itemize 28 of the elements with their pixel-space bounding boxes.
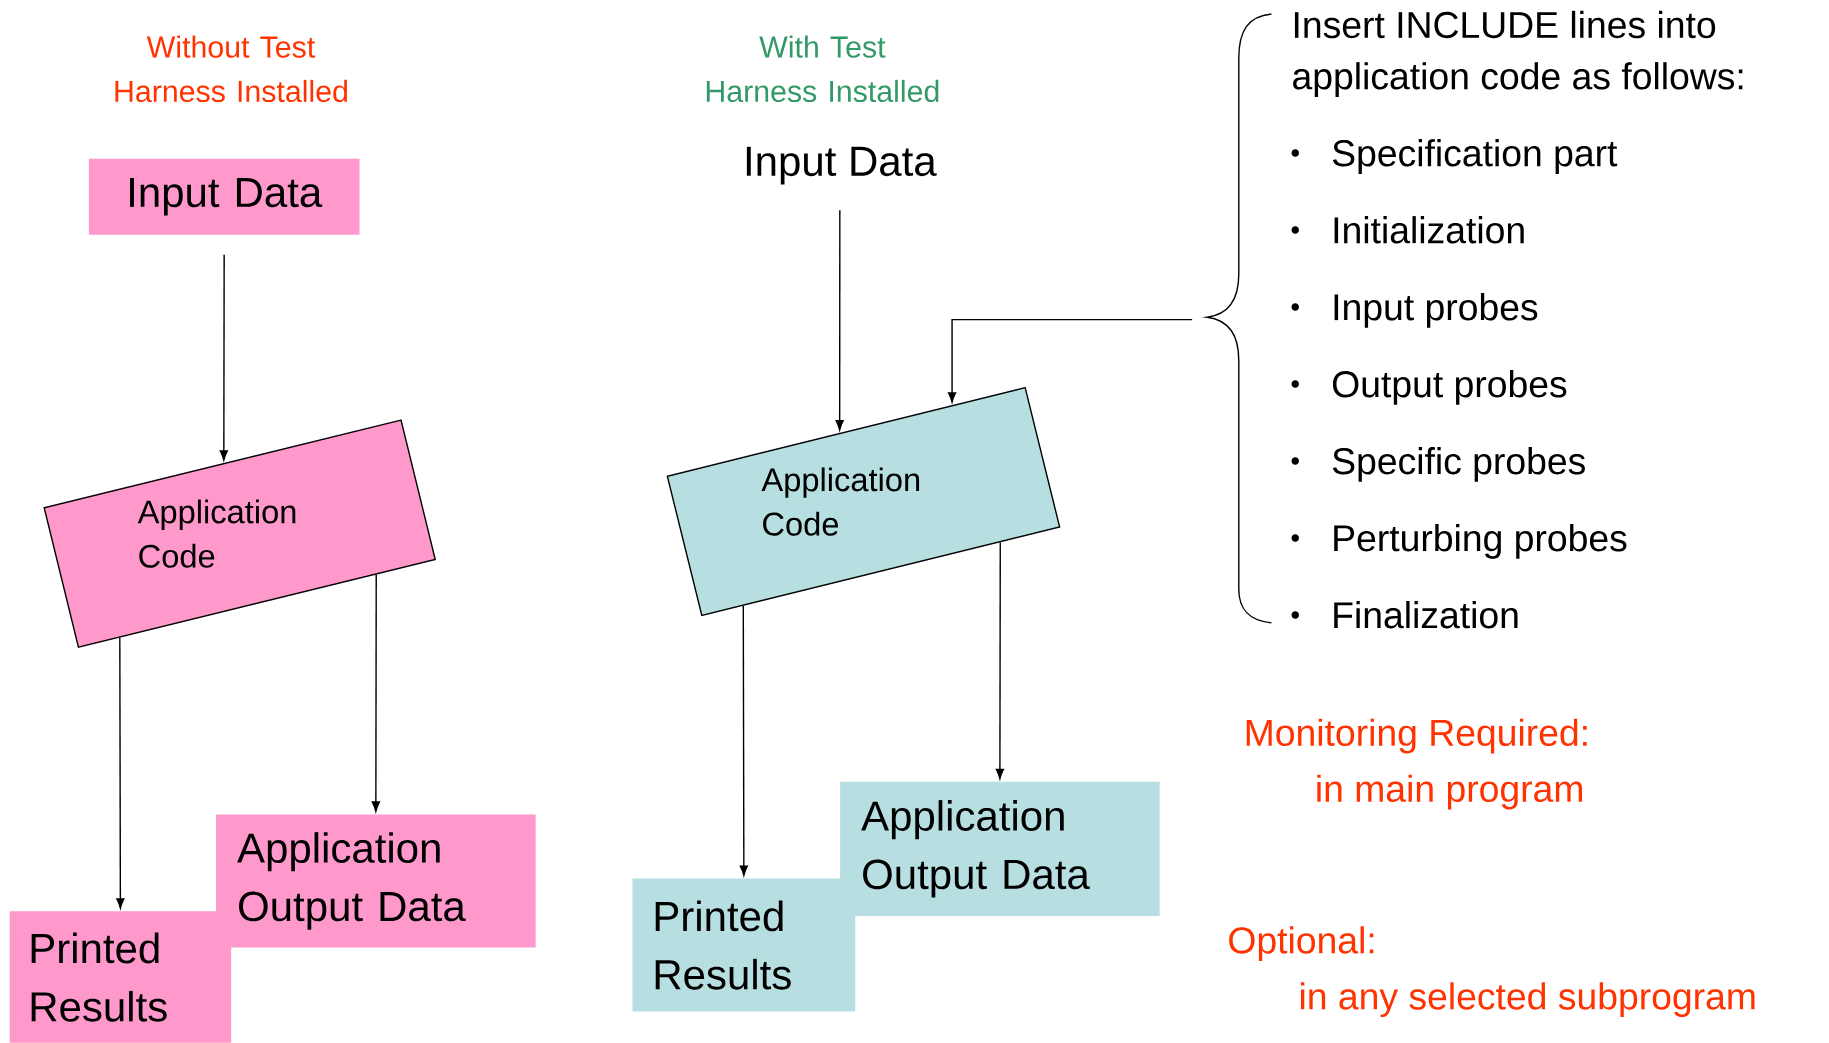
arrow (739, 605, 748, 877)
arrow (219, 254, 228, 461)
process-box: Application Output Data (840, 781, 1160, 916)
node-label: Initialization (1334, 216, 1524, 244)
heading-label: in main program (1317, 774, 1582, 810)
heading-label: Optional: (1229, 926, 1374, 962)
node-label: Output probes (1332, 370, 1567, 405)
arrow (995, 541, 1005, 780)
process-box: Printed Results (9, 911, 232, 1043)
heading-label: Without Test Harness Installed (115, 35, 347, 103)
input-label: Input Data (746, 146, 937, 185)
arrow (371, 574, 381, 812)
process-box: Input Data (88, 158, 360, 235)
node-label: Specification part (1332, 139, 1618, 174)
process-box: Application Output Data (216, 814, 536, 948)
heading-label: in any selected subprogram (1301, 982, 1755, 1018)
arrow (116, 637, 125, 909)
node-label: Insert INCLUDE lines into application code as follows: (1293, 10, 1743, 97)
node-label: Input probes (1334, 293, 1538, 328)
node-label: Finalization (1334, 601, 1518, 629)
arrow (835, 209, 844, 431)
process-box: Printed Results (632, 878, 856, 1012)
heading-label: Monitoring Required: (1246, 718, 1587, 754)
node-label: Specific probes (1332, 447, 1585, 482)
include-list: Insert INCLUDE lines into application code as follows: Specification part Initialization Input probes Output probes Specific probes Perturbing probes Finalization (1291, 10, 1743, 629)
arrow (947, 319, 1193, 403)
node-label: Perturbing probes (1334, 524, 1627, 559)
heading-label: With Test Harness Installed (706, 35, 939, 103)
